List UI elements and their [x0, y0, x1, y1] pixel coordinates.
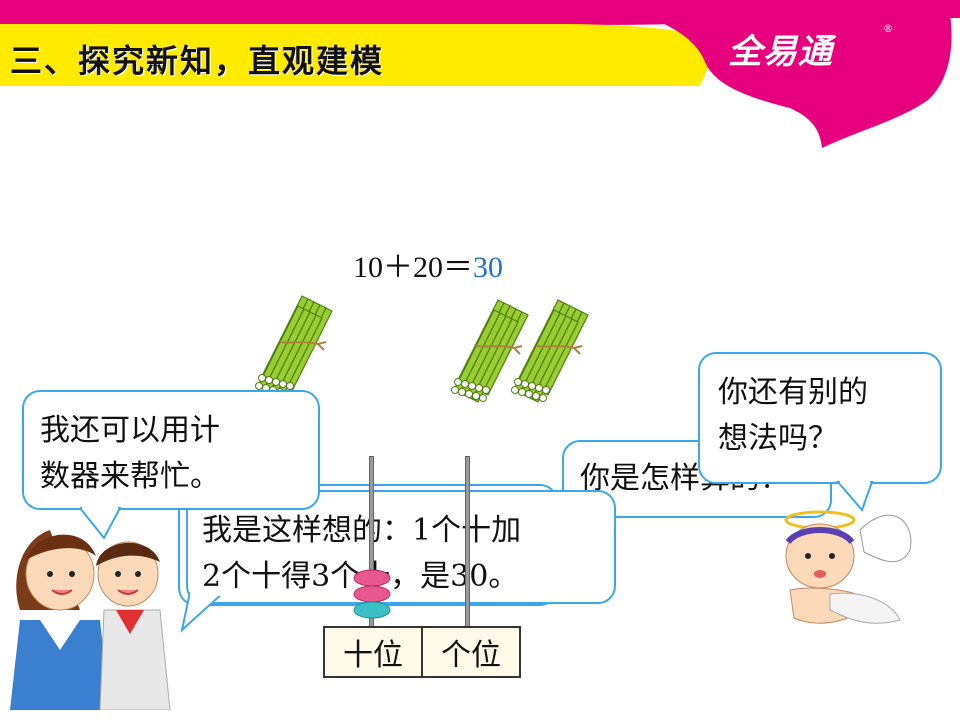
speech-bubble-other-idea: 你还有别的 想法吗？ [698, 352, 942, 484]
ones-place-label: 个位 [421, 628, 519, 676]
equation-answer: 30 [473, 251, 503, 284]
children-illustration [10, 530, 171, 710]
stick-bundle-1 [254, 295, 333, 399]
equation: 10＋20＝30 [353, 242, 503, 286]
bubble-explanation-line1: 我是这样想的：1个十加 [202, 513, 522, 548]
abacus-beads-tens [353, 569, 391, 619]
bubble-counter-line2: 数器来帮忙。 [40, 459, 220, 494]
bubble-tail-other [836, 480, 874, 512]
speech-bubble-counter: 我还可以用计 数器来帮忙。 [22, 390, 320, 510]
bubble-counter-line1: 我还可以用计 [40, 413, 220, 448]
tens-place-label: 十位 [343, 638, 403, 673]
abacus-rod-ones [465, 456, 470, 628]
angel-illustration [784, 510, 912, 624]
bubble-other-line2: 想法吗？ [718, 421, 838, 456]
bubble-tail-explanation [180, 592, 226, 633]
bubble-explanation-line2: 2个十得3个十，是30。 [202, 554, 614, 600]
stick-bundle-2 [450, 299, 529, 403]
equation-expression: 10＋20＝ [353, 251, 473, 284]
header-banner [0, 0, 960, 149]
page-title: 三、探究新知，直观建模 [10, 42, 385, 80]
registered-mark: ® [883, 24, 893, 35]
bubble-other-line1: 你还有别的 [718, 375, 868, 410]
stick-bundle-3 [510, 299, 589, 403]
place-value-table: 十位 个位 [323, 626, 521, 678]
bubble-tail-counter [80, 506, 122, 540]
brand-logo: 全易通 [728, 32, 833, 72]
